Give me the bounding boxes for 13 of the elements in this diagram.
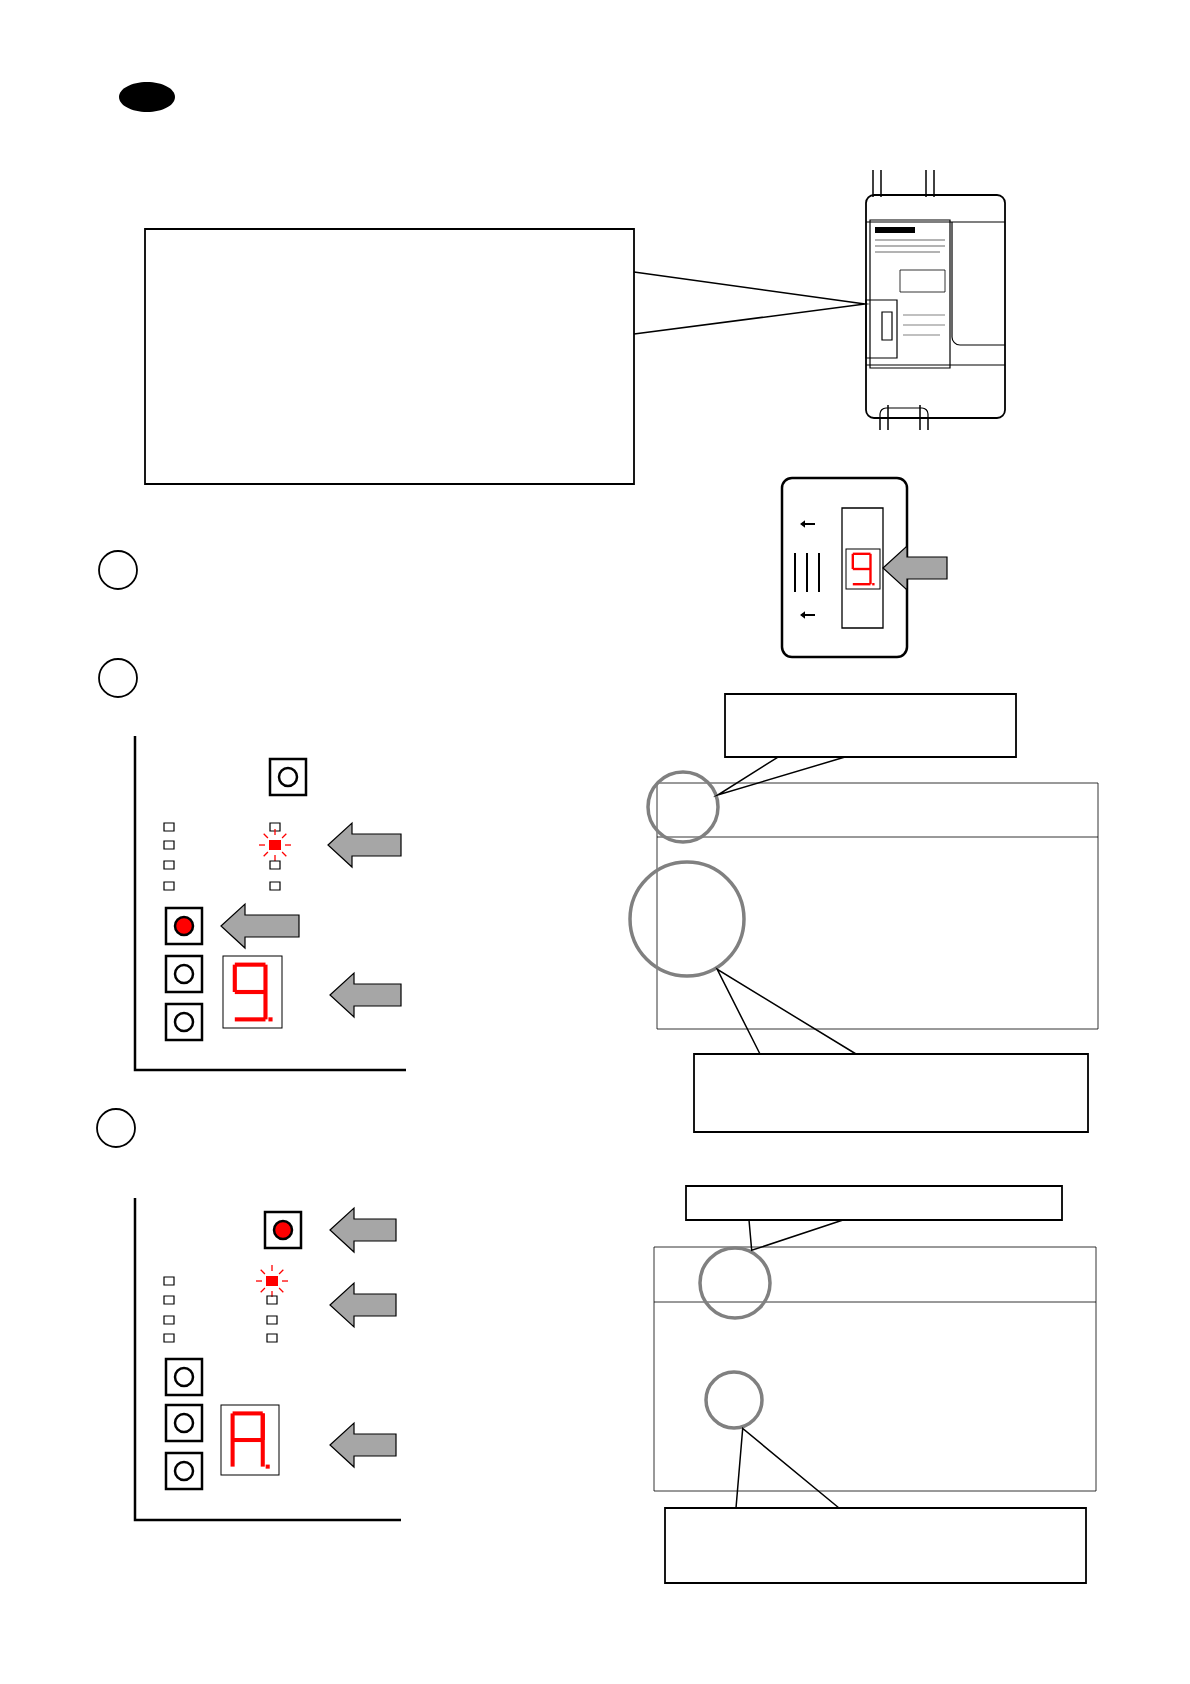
callout-box [693,1053,1089,1133]
step-circle [96,1108,136,1148]
highlight-circle [704,1370,764,1430]
callout-box [685,1185,1063,1221]
callout-box [724,693,1017,758]
callout-box [664,1507,1087,1584]
printer-drawing [865,169,1006,431]
highlight-circle [628,860,746,978]
callout-box [144,228,635,485]
highlight-circle [646,770,720,844]
step-circle [98,658,138,698]
highlight-circle [698,1246,772,1320]
step-circle [98,550,138,590]
